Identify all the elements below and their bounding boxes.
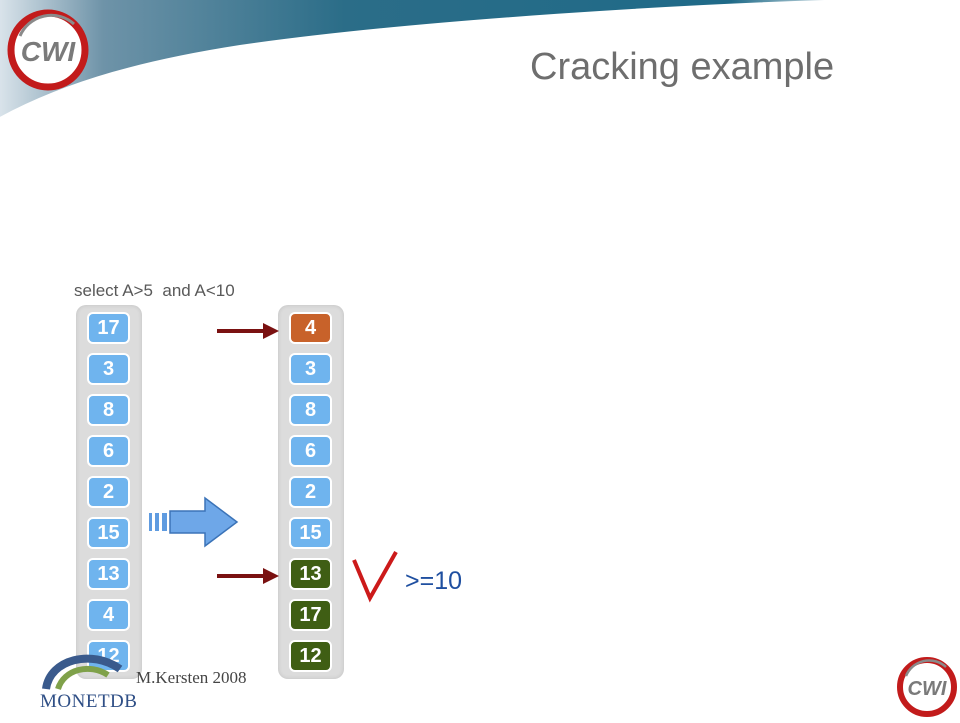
column-cell: 2 bbox=[87, 476, 130, 508]
cwi-logo-top[interactable]: CWI bbox=[6, 8, 90, 92]
column-cell: 3 bbox=[289, 353, 332, 385]
monetdb-logo-text: MONETDB bbox=[40, 691, 137, 712]
cwi-logo-text: CWI bbox=[21, 36, 77, 67]
column-cell: 3 bbox=[87, 353, 130, 385]
cwi-logo-bottom[interactable]: CWI bbox=[896, 656, 958, 718]
header-banner bbox=[0, 0, 861, 119]
column-cell: 17 bbox=[289, 599, 332, 631]
column-cell: 6 bbox=[87, 435, 130, 467]
cwi-logo-bottom-icon: CWI bbox=[897, 657, 957, 717]
column-cell: 13 bbox=[87, 558, 130, 590]
column-cell: 4 bbox=[87, 599, 130, 631]
footer-text: M.Kersten 2008 bbox=[136, 668, 247, 687]
column-cell: 4 bbox=[289, 312, 332, 344]
query-label: select A>5 and A<10 bbox=[74, 281, 235, 300]
check-mark-icon bbox=[352, 551, 398, 603]
column-cell: 13 bbox=[289, 558, 332, 590]
transform-arrow-icon bbox=[149, 496, 239, 548]
column-cell: 15 bbox=[87, 517, 130, 549]
monetdb-logo-icon: MONETDB bbox=[40, 654, 137, 712]
column-cell: 17 bbox=[87, 312, 130, 344]
column-cell: 15 bbox=[289, 517, 332, 549]
column-cell: 2 bbox=[289, 476, 332, 508]
column-cell: 12 bbox=[289, 640, 332, 672]
column-cell: 8 bbox=[289, 394, 332, 426]
cwi-logo-bottom-text: CWI bbox=[908, 678, 947, 700]
pointer-arrow-top-icon bbox=[217, 323, 279, 339]
pointer-arrow-bottom-icon bbox=[217, 568, 279, 584]
range-label: >=10 bbox=[405, 567, 463, 595]
column-cell: 6 bbox=[289, 435, 332, 467]
monetdb-logo[interactable]: MONETDB bbox=[38, 645, 138, 715]
column-cell: 8 bbox=[87, 394, 130, 426]
cwi-logo-icon: CWI bbox=[7, 9, 89, 91]
slide-title: Cracking example bbox=[530, 46, 835, 88]
